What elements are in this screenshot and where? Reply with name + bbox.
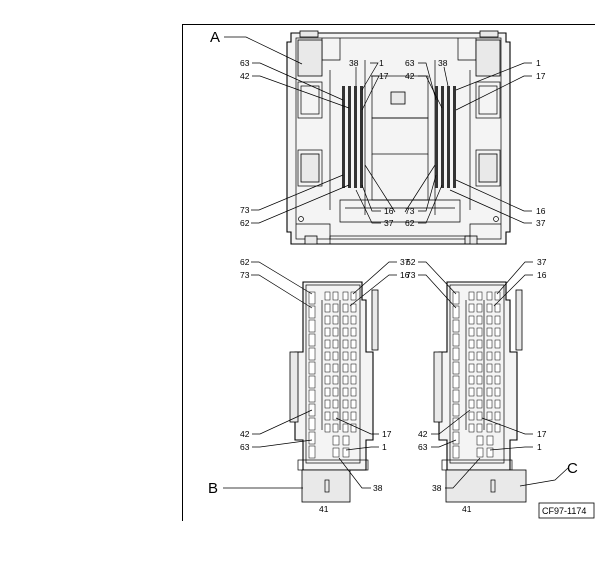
label-63: 63 <box>418 442 428 452</box>
label-38: 38 <box>432 483 442 493</box>
leader-lines <box>223 36 569 489</box>
label-42: 42 <box>405 71 415 81</box>
right-socket-pins <box>435 86 456 188</box>
label-1: 1 <box>536 58 541 68</box>
label-37: 37 <box>536 218 546 228</box>
label-1: 1 <box>537 442 542 452</box>
label-17: 17 <box>379 71 389 81</box>
label-16: 16 <box>536 206 546 216</box>
label-b: B <box>208 480 218 497</box>
label-37: 37 <box>537 257 547 267</box>
label-38: 38 <box>438 58 448 68</box>
label-63: 63 <box>405 58 415 68</box>
left-socket-pins <box>342 86 363 188</box>
label-42: 42 <box>240 429 250 439</box>
label-1: 1 <box>382 442 387 452</box>
label-62: 62 <box>240 257 250 267</box>
label-42: 42 <box>240 71 250 81</box>
figure-frame <box>182 24 595 521</box>
label-73: 73 <box>240 205 250 215</box>
connector-c-pins <box>452 291 501 459</box>
label-42: 42 <box>418 429 428 439</box>
label-62: 62 <box>406 257 416 267</box>
label-62: 62 <box>405 218 415 228</box>
label-62: 62 <box>240 218 250 228</box>
label-17: 17 <box>536 71 546 81</box>
label-73: 73 <box>406 270 416 280</box>
label-16: 16 <box>537 270 547 280</box>
label-73: 73 <box>405 206 415 216</box>
label-17: 17 <box>537 429 547 439</box>
label-16: 16 <box>384 206 394 216</box>
label-c: C <box>567 460 578 477</box>
label-38: 38 <box>349 58 359 68</box>
label-63: 63 <box>240 58 250 68</box>
label-16: 16 <box>400 270 410 280</box>
figure-code-box <box>538 502 595 519</box>
control-unit-housing <box>286 30 511 245</box>
label-41: 41 <box>462 504 472 514</box>
connector-b <box>289 281 379 503</box>
label-37: 37 <box>384 218 394 228</box>
label-37: 37 <box>400 257 410 267</box>
label-1: 1 <box>379 58 384 68</box>
label-38: 38 <box>373 483 383 493</box>
connector-c <box>433 281 527 503</box>
label-17: 17 <box>382 429 392 439</box>
figure-code: CF97-1174 <box>542 506 586 516</box>
connector-b-pins <box>308 291 357 459</box>
label-63: 63 <box>240 442 250 452</box>
label-a: A <box>210 29 220 46</box>
label-41: 41 <box>319 504 329 514</box>
label-73: 73 <box>240 270 250 280</box>
